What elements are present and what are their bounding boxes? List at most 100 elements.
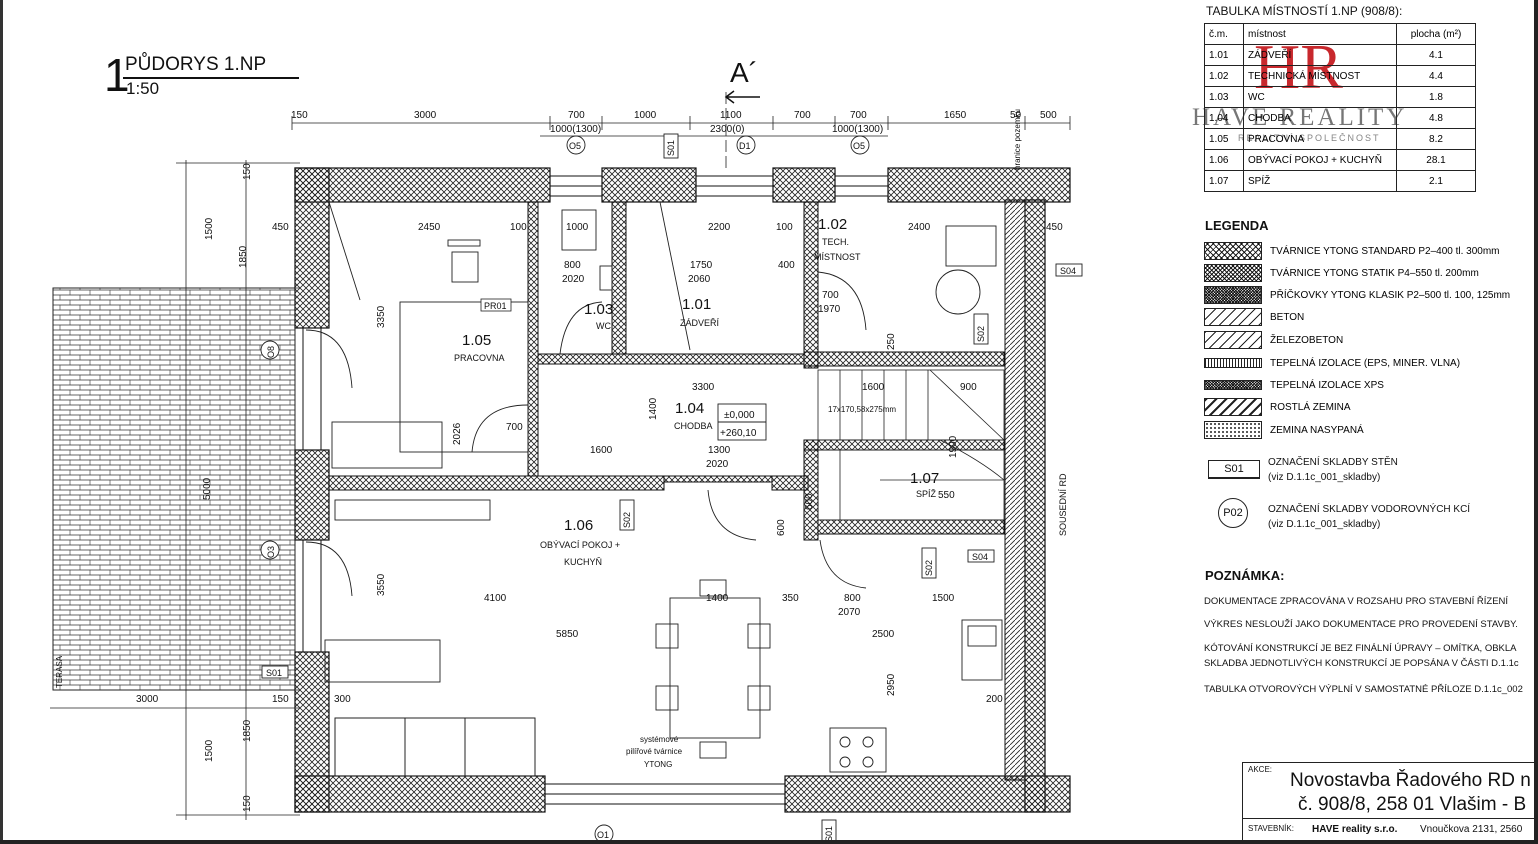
legend-title: LEGENDA [1205, 218, 1269, 233]
svg-text:300: 300 [334, 694, 351, 705]
svg-text:1400: 1400 [706, 593, 729, 604]
room-1-05-id: 1.05 [462, 332, 491, 349]
svg-text:O3: O3 [266, 546, 276, 558]
svg-text:5000: 5000 [202, 477, 213, 500]
svg-text:S02: S02 [976, 326, 986, 342]
svg-text:S01: S01 [266, 668, 282, 678]
room-labels: 1.05 PRACOVNA 1.03 WC 1.01 ZÁDVEŘÍ 1.02 … [454, 216, 939, 567]
svg-text:3000: 3000 [136, 694, 159, 705]
legend-item: ZEMINA NASYPANÁ [1204, 420, 1364, 440]
svg-text:150: 150 [272, 694, 289, 705]
legend-item: BETON [1204, 307, 1304, 327]
floor-symbol-line2: (viz D.1.1c_001_skladby) [1268, 519, 1381, 530]
svg-text:450: 450 [1046, 222, 1063, 233]
frame-right [1534, 0, 1538, 844]
svg-text:S02: S02 [622, 512, 632, 528]
terrace-label: TERASA [55, 655, 64, 688]
room-1-07-name: SPÍŽ [916, 489, 937, 499]
svg-text:1000(1300): 1000(1300) [832, 124, 883, 135]
plan-drawing: 1.05 PRACOVNA 1.03 WC 1.01 ZÁDVEŘÍ 1.02 … [50, 90, 1083, 844]
stairs-label: 17x170,58x275mm [828, 405, 896, 414]
internal-walls [328, 201, 1005, 541]
dim-chain-left [50, 160, 300, 820]
svg-text:700: 700 [568, 110, 585, 121]
svg-text:1300: 1300 [708, 445, 731, 456]
svg-text:4100: 4100 [484, 593, 507, 604]
title-underline [123, 77, 299, 79]
svg-text:S02: S02 [924, 560, 934, 576]
svg-text:1000(1300): 1000(1300) [550, 124, 601, 135]
svg-text:1600: 1600 [590, 445, 613, 456]
svg-text:700: 700 [794, 110, 811, 121]
floor-symbol-line1: OZNAČENÍ SKLADBY VODOROVNÝCH KCÍ [1268, 504, 1471, 515]
svg-text:3550: 3550 [376, 573, 387, 596]
svg-text:600: 600 [804, 493, 815, 510]
svg-text:S04: S04 [1060, 266, 1076, 276]
room-table-caption: TABULKA MÍSTNOSTÍ 1.NP (908/8): [1206, 4, 1403, 18]
drawing-scale: 1:50 [126, 79, 160, 98]
svg-text:200: 200 [986, 694, 1003, 705]
svg-text:1850: 1850 [242, 719, 253, 742]
legend-item: TEPELNÁ IZOLACE (EPS, MINER. VLNA) [1204, 353, 1460, 373]
svg-text:1100: 1100 [720, 110, 742, 121]
svg-text:800: 800 [564, 260, 581, 271]
pr01-box [480, 298, 512, 312]
room-1-02-name: TECH. [822, 237, 849, 247]
note-line: VÝKRES NESLOUŽÍ JAKO DOKUMENTACE PRO PRO… [1204, 619, 1518, 630]
stavebnik-label: STAVEBNÍK: [1248, 824, 1294, 833]
boundary-label: hranice pozemku [1013, 109, 1022, 170]
frame-bottom [0, 840, 1538, 844]
wall-symbol-line1: OZNAČENÍ SKLADBY STĚN [1268, 457, 1398, 468]
dims-inner-text: 2450 100 2200 100 2400 450 800 2020 1750… [334, 222, 1063, 705]
svg-text:350: 350 [782, 593, 799, 604]
akce-line2: č. 908/8, 258 01 Vlašim - B [1298, 794, 1527, 815]
svg-text:450: 450 [272, 222, 289, 233]
pillar-note-3: YTONG [644, 760, 672, 769]
svg-text:2950: 2950 [886, 673, 897, 696]
svg-text:S01: S01 [666, 140, 676, 156]
svg-text:2500: 2500 [872, 629, 895, 640]
svg-text:S04: S04 [972, 552, 988, 562]
svg-text:100: 100 [510, 222, 527, 233]
wall-symbol-line2: (viz D.1.1c_001_skladby) [1268, 472, 1381, 483]
svg-text:1650: 1650 [944, 110, 967, 121]
room-1-04-name: CHODBA [674, 421, 713, 431]
legend-item: ROSTLÁ ZEMINA [1204, 397, 1351, 417]
svg-text:2020: 2020 [562, 274, 585, 285]
room-1-06-name2: KUCHYŇ [564, 557, 602, 567]
svg-text:700: 700 [506, 422, 523, 433]
windows [302, 175, 889, 805]
room-1-05-name: PRACOVNA [454, 353, 505, 363]
svg-text:500: 500 [1040, 110, 1057, 121]
svg-text:1000: 1000 [566, 222, 589, 233]
note-line: DOKUMENTACE ZPRACOVÁNA V ROZSAHU PRO STA… [1204, 596, 1509, 607]
svg-text:2026: 2026 [452, 422, 463, 445]
svg-text:2450: 2450 [418, 222, 441, 233]
svg-text:2300(0): 2300(0) [710, 124, 744, 135]
svg-text:150: 150 [242, 795, 253, 812]
dim-chain-top [291, 92, 1071, 170]
svg-text:2060: 2060 [688, 274, 711, 285]
akce-line1: Novostavba Řadového RD n [1290, 770, 1531, 791]
room-1-03-id: 1.03 [584, 301, 613, 318]
room-1-01-id: 1.01 [682, 296, 711, 313]
svg-text:1500: 1500 [932, 593, 955, 604]
legend-item: PŘÍČKOVKY YTONG KLASIK P2–500 tl. 100, 1… [1204, 285, 1510, 305]
svg-text:1400: 1400 [648, 397, 659, 420]
room-1-07-id: 1.07 [910, 470, 939, 487]
svg-text:550: 550 [938, 490, 955, 501]
level-mark-1: +260,10 [720, 428, 757, 439]
svg-text:150: 150 [291, 110, 308, 121]
svg-text:3300: 3300 [692, 382, 715, 393]
note-line: KÓTOVÁNÍ KONSTRUKCÍ JE BEZ FINÁLNÍ ÚPRAV… [1204, 643, 1517, 654]
svg-text:600: 600 [776, 519, 787, 536]
svg-text:700: 700 [850, 110, 867, 121]
svg-text:700: 700 [822, 290, 839, 301]
dims-left-text: 3000 150 1500 1850 150 1500 1850 150 335… [136, 163, 387, 812]
svg-text:150: 150 [242, 163, 253, 180]
legend-item: ŽELEZOBETON [1204, 330, 1343, 350]
